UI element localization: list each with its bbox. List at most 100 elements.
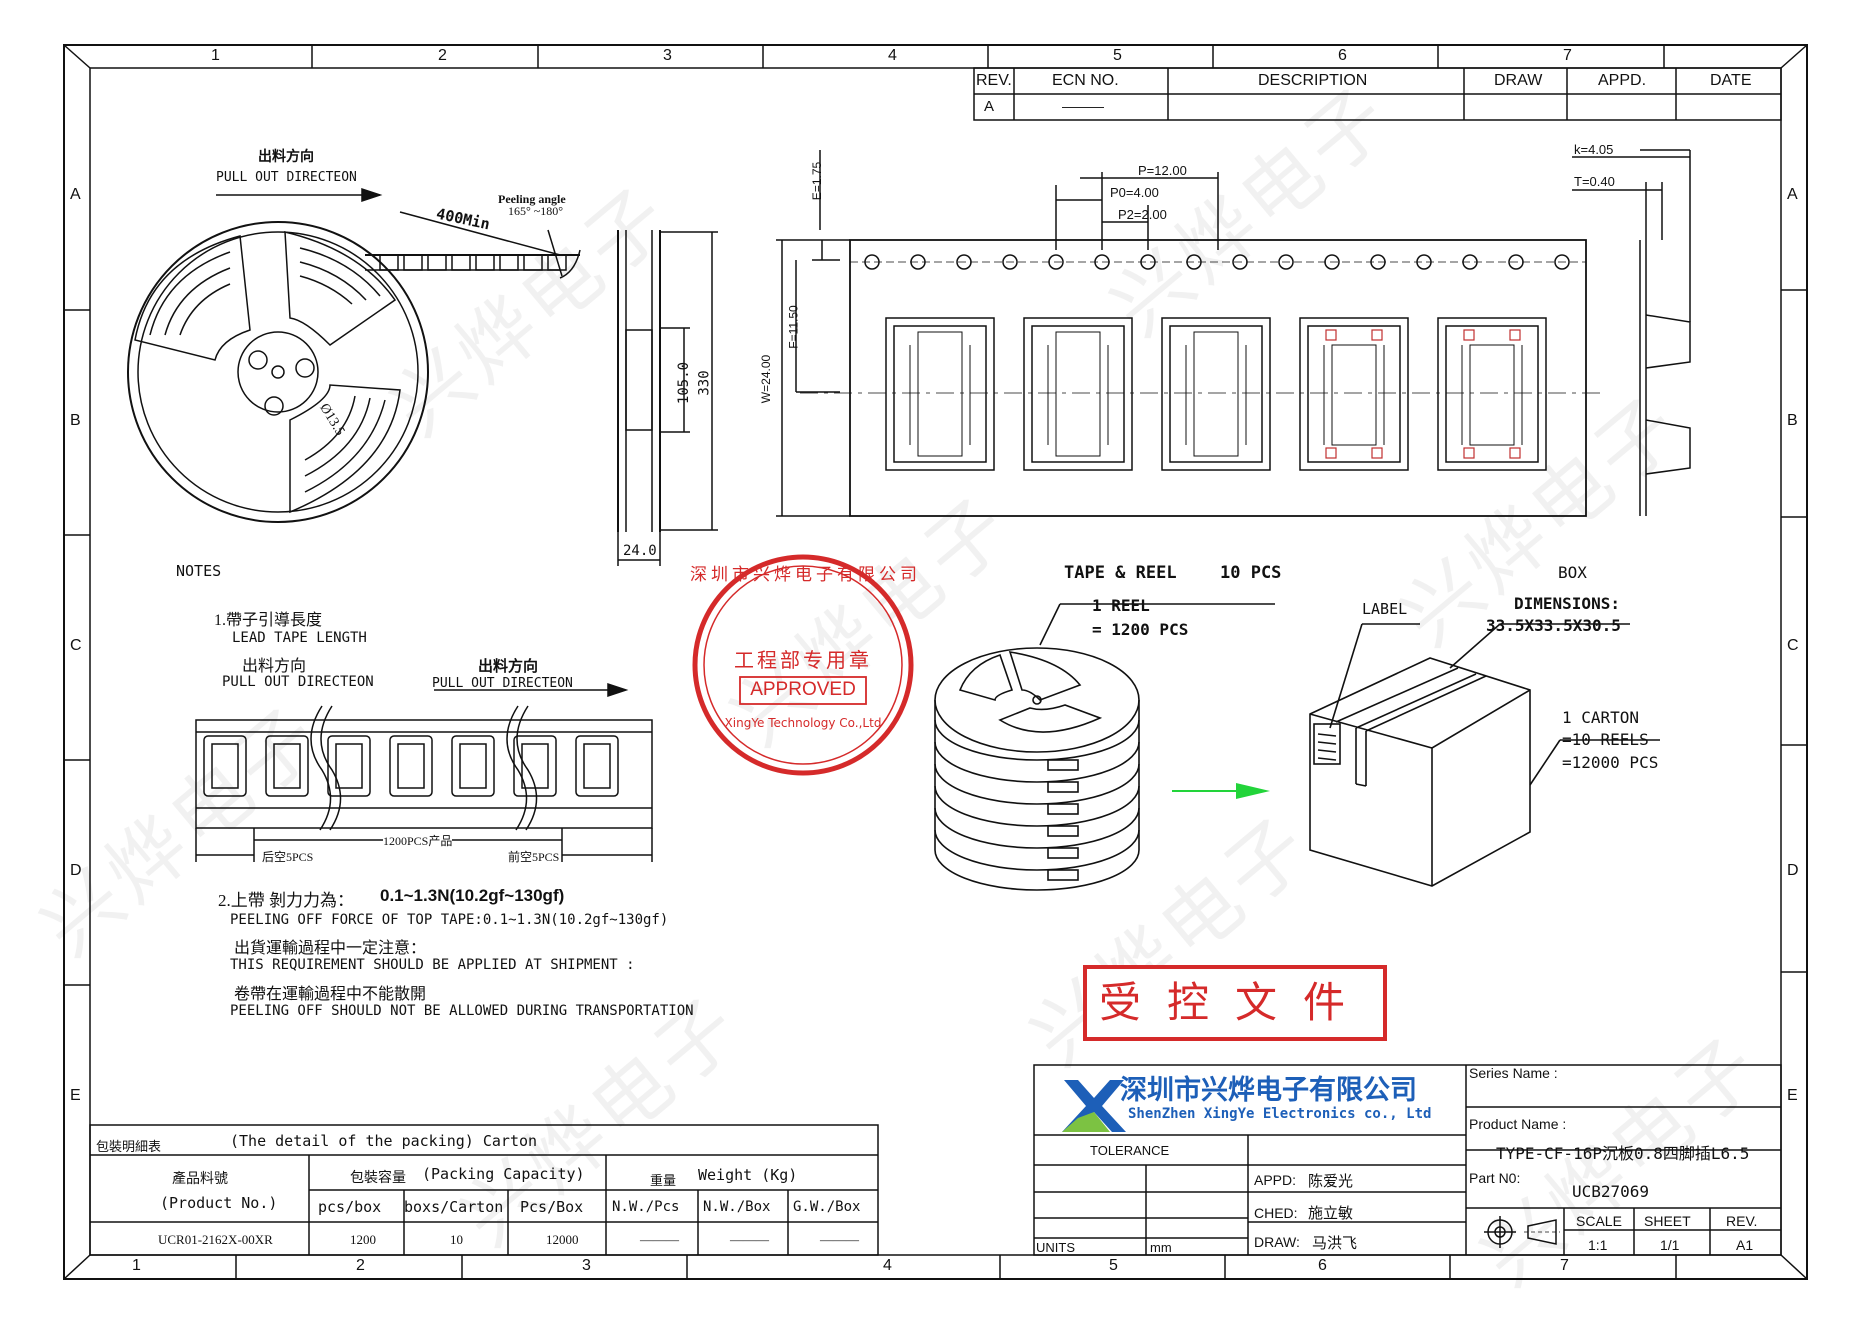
- frame-col-label: 5: [1113, 47, 1122, 64]
- sheet-value: 1/1: [1660, 1237, 1680, 1253]
- rev-row-ecn: ———: [1062, 98, 1104, 114]
- frame-col-label: 7: [1563, 47, 1572, 64]
- draw-value: 马洪飞: [1312, 1236, 1358, 1252]
- frame-col-label: 4: [883, 1257, 892, 1274]
- notes-title: NOTES: [176, 562, 222, 580]
- tape-product-count: 1200PCS产品: [383, 832, 453, 849]
- packing-col-header: boxs/Carton: [404, 1198, 504, 1216]
- side-dim-24: 24.0: [623, 543, 657, 559]
- units-value: mm: [1150, 1240, 1172, 1255]
- frame-row-label: A: [1787, 186, 1798, 203]
- packing-title-en: (The detail of the packing) Carton: [230, 1132, 538, 1150]
- tape-dim-k: k=4.05: [1574, 142, 1614, 157]
- reel-peel-label: Peeling angle: [498, 192, 566, 206]
- appd-label: APPD:: [1254, 1172, 1297, 1188]
- frame-col-label: 6: [1318, 1257, 1327, 1274]
- frame-row-label: C: [1787, 637, 1799, 654]
- frame-row-label: E: [1787, 1087, 1798, 1104]
- rev-label: REV.: [1726, 1213, 1758, 1229]
- reel-pull-cn: 出料方向: [258, 150, 314, 165]
- ched-value: 施立敏: [1308, 1206, 1354, 1222]
- note-pull-en: PULL OUT DIRECTEON: [222, 674, 374, 690]
- tape-head-empty: 前空5PCS: [508, 850, 560, 864]
- rev-header-date: DATE: [1710, 72, 1752, 89]
- frame-col-label: 7: [1560, 1257, 1569, 1274]
- tape-dim-t: T=0.40: [1574, 174, 1615, 189]
- note-3-en: THIS REQUIREMENT SHOULD BE APPLIED AT SH…: [230, 957, 635, 973]
- frame-col-label: 6: [1338, 47, 1347, 64]
- packing-product-cn: 產品料號: [172, 1172, 228, 1187]
- tape-dim-p0: P0=4.00: [1110, 185, 1159, 200]
- rev-header-rev: REV.: [976, 72, 1012, 89]
- rev-row-rev: A: [984, 98, 995, 115]
- rev-header-appd: APPD.: [1598, 72, 1647, 89]
- reel-line-2: = 1200 PCS: [1092, 620, 1189, 639]
- draw-label: DRAW:: [1254, 1234, 1300, 1250]
- frame-row-label: D: [1787, 862, 1799, 879]
- scale-value: 1:1: [1588, 1237, 1608, 1253]
- product-label: Product Name :: [1469, 1116, 1567, 1132]
- packing-row-cell: 10: [450, 1232, 463, 1247]
- frame-col-label: 4: [888, 47, 897, 64]
- series-label: Series Name :: [1469, 1065, 1558, 1081]
- part-value: UCB27069: [1572, 1182, 1650, 1201]
- packing-row-cell: ———: [820, 1232, 859, 1247]
- frame-row-label: B: [70, 412, 81, 429]
- note-1-en: LEAD TAPE LENGTH: [232, 630, 367, 646]
- note-1-cn: 1.帶子引導長度: [214, 612, 323, 629]
- frame-row-label: D: [70, 862, 82, 879]
- frame-col-label: 5: [1109, 1257, 1118, 1274]
- tape-dim-f: F=11.50: [786, 305, 801, 349]
- carton-line-1: 1 CARTON: [1562, 708, 1640, 727]
- tape-tail-empty: 后空5PCS: [262, 850, 314, 864]
- scale-label: SCALE: [1576, 1213, 1622, 1229]
- reel-peel-range: 165° ~180°: [508, 204, 564, 218]
- frame-row-label: E: [70, 1087, 81, 1104]
- label-callout: LABEL: [1362, 600, 1408, 618]
- packing-product-en: (Product No.): [160, 1194, 278, 1212]
- note-2-value: 0.1~1.3N(10.2gf~130gf): [380, 886, 565, 905]
- units-label: UNITS: [1036, 1240, 1075, 1255]
- controlled-document-text: 受控文件: [1098, 978, 1371, 1027]
- sheet-label: SHEET: [1644, 1213, 1691, 1229]
- company-name-en: ShenZhen XingYe Electronics co., Ltd: [1128, 1106, 1432, 1122]
- packing-title-cn: 包裝明細表: [96, 1139, 162, 1154]
- frame-col-label: 1: [132, 1257, 141, 1274]
- reel-line-1: 1 REEL: [1092, 596, 1150, 615]
- box-label: BOX: [1558, 563, 1587, 582]
- dimensions-label: DIMENSIONS:: [1514, 594, 1620, 613]
- frame-col-label: 3: [663, 47, 672, 64]
- tape-dim-w: W=24.00: [759, 354, 774, 404]
- carton-line-3: =12000 PCS: [1562, 753, 1659, 772]
- note-2-en: PEELING OFF FORCE OF TOP TAPE:0.1~1.3N(1…: [230, 912, 669, 928]
- packing-col-header: N.W./Pcs: [612, 1199, 680, 1215]
- stamp-middle: 工程部专用章: [734, 648, 872, 672]
- frame-row-label: A: [70, 186, 81, 203]
- side-dim-330: 330: [696, 370, 713, 396]
- packing-col-header: Pcs/Box: [520, 1198, 584, 1216]
- packing-weight-en: Weight (Kg): [698, 1166, 798, 1184]
- packing-row-cell: ———: [640, 1232, 679, 1247]
- frame-row-label: C: [70, 637, 82, 654]
- packing-row-cell: UCR01-2162X-00XR: [158, 1232, 273, 1247]
- rev-header-description: DESCRIPTION: [1258, 72, 1368, 89]
- frame-col-label: 1: [211, 47, 220, 64]
- tape-reel-label: TAPE & REEL: [1064, 563, 1177, 583]
- side-dim-105: 105.0: [676, 361, 693, 405]
- tape-reel-qty: 10 PCS: [1220, 563, 1282, 583]
- tape-dim-e: E=1.75: [810, 161, 825, 201]
- note-4-cn: 卷帶在運輸過程中不能散開: [234, 986, 427, 1003]
- dimensions-value: 33.5X33.5X30.5: [1486, 616, 1621, 635]
- note-pull2-cn: 出料方向: [478, 659, 539, 675]
- carton-line-2: =10 REELS: [1562, 730, 1649, 749]
- stamp-top-arc: 深圳市兴烨电子有限公司: [690, 565, 921, 585]
- tolerance-label: TOLERANCE: [1090, 1143, 1170, 1158]
- packing-col-header: G.W./Box: [793, 1199, 861, 1215]
- tape-dim-p: P=12.00: [1138, 163, 1187, 178]
- ched-label: CHED:: [1254, 1205, 1298, 1221]
- packing-capacity-cn: 包裝容量: [350, 1171, 406, 1186]
- packing-col-header: pcs/box: [318, 1198, 382, 1216]
- packing-row-cell: ———: [730, 1232, 769, 1247]
- rev-value: A1: [1736, 1237, 1754, 1253]
